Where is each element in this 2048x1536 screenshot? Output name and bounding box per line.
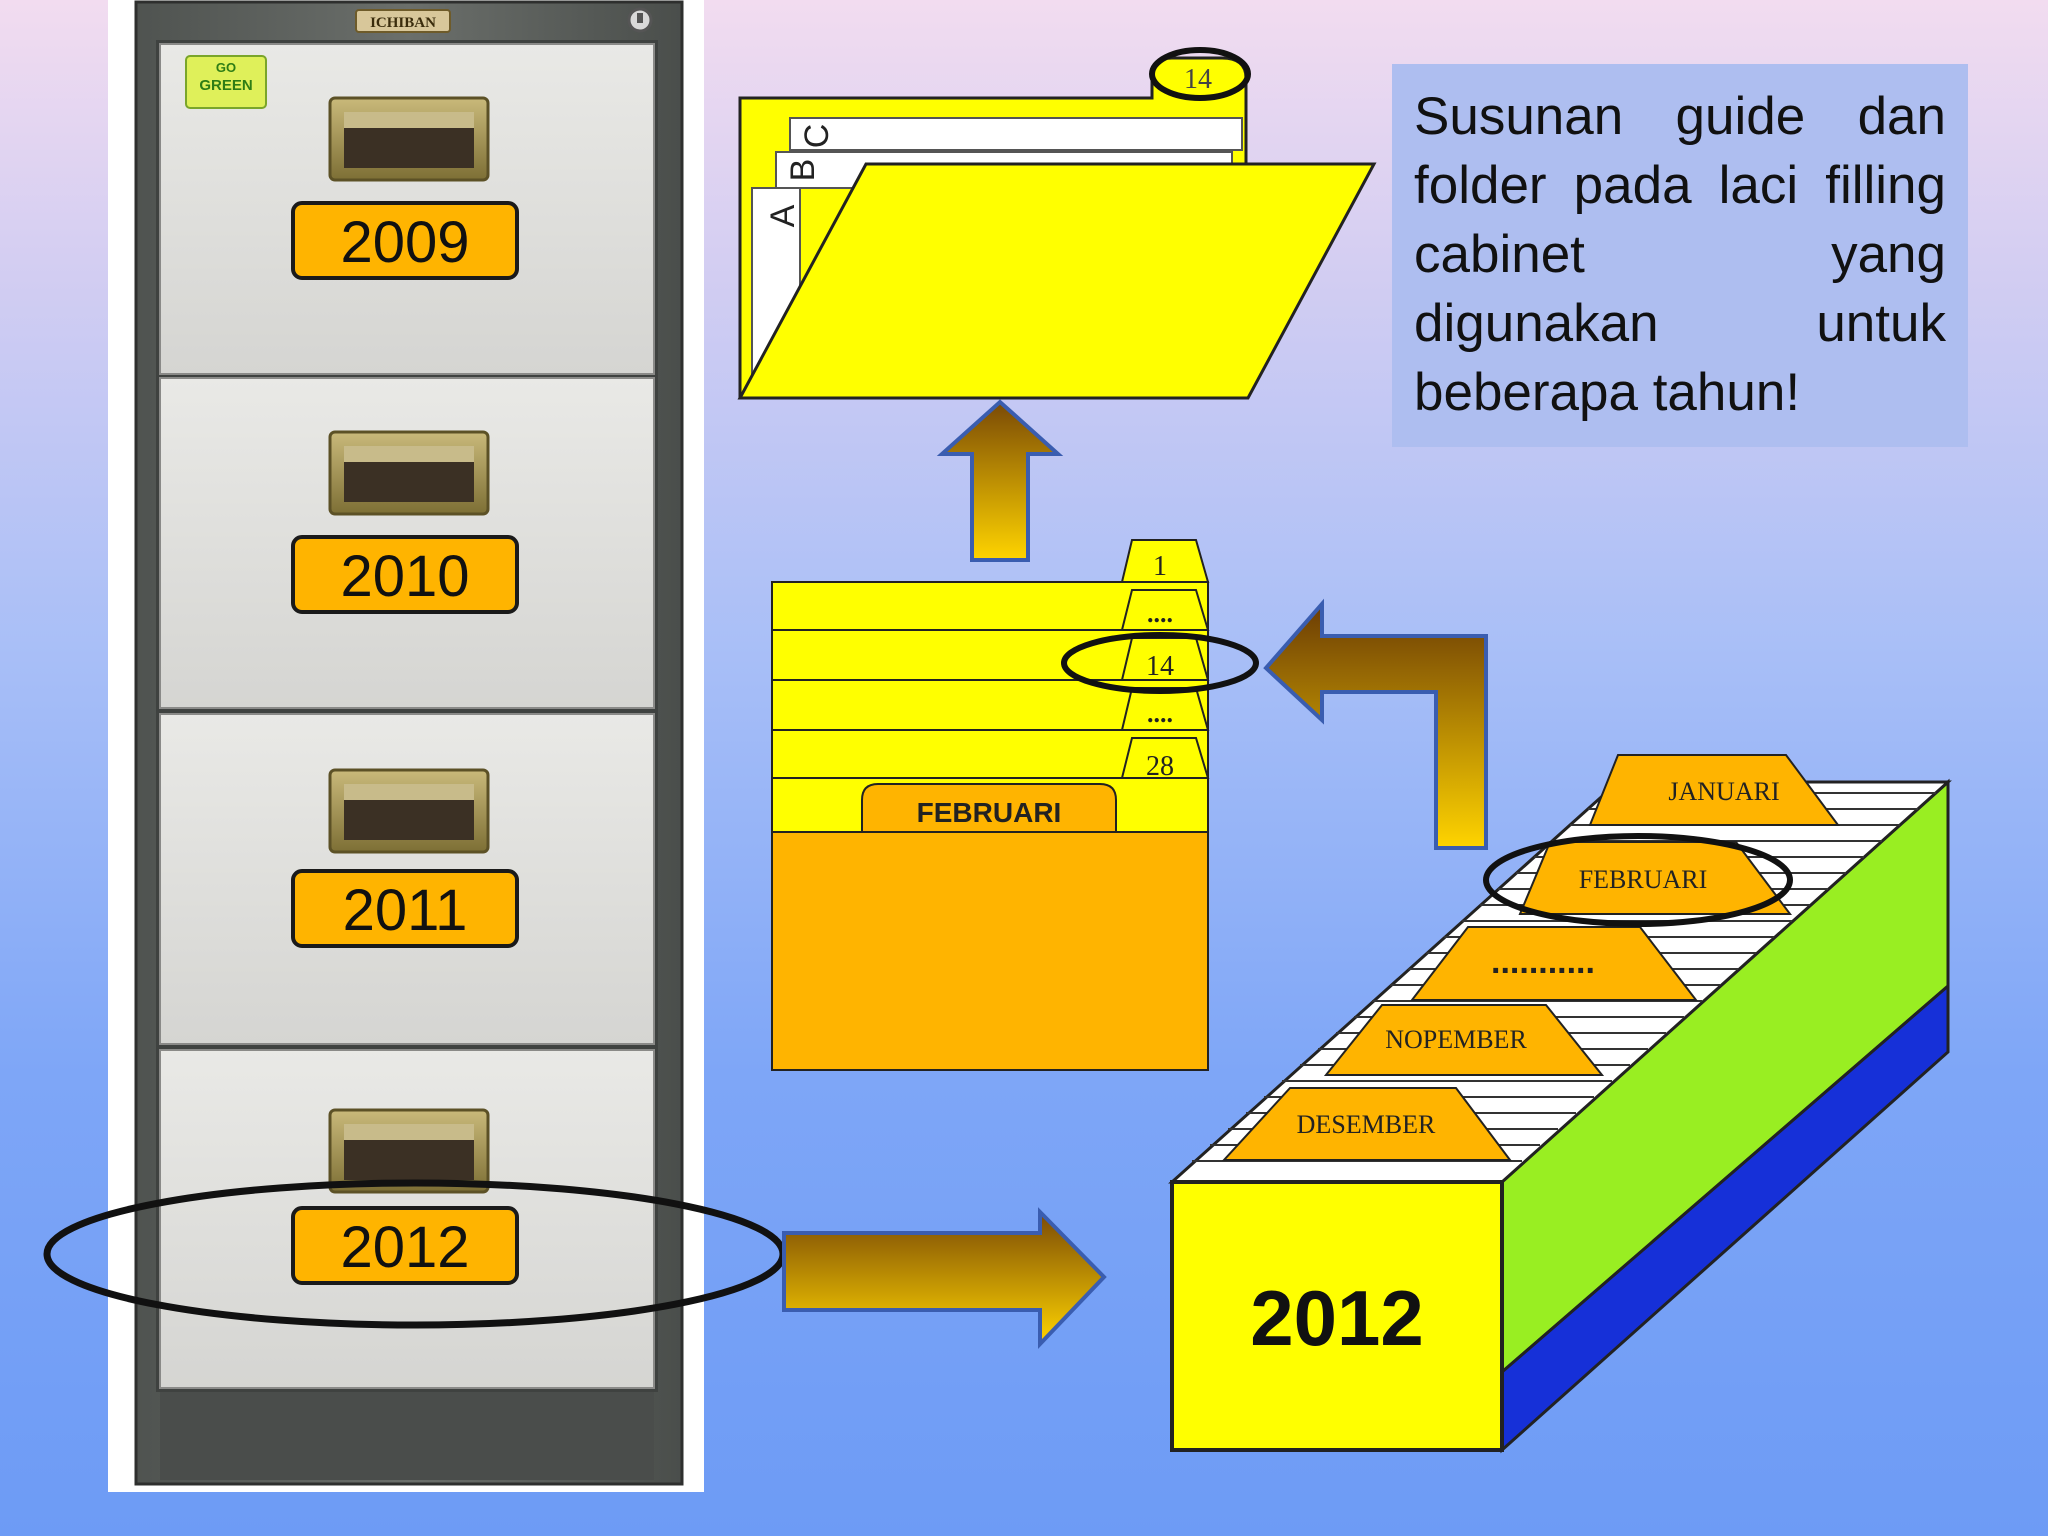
svg-text:....: ....: [1147, 599, 1173, 628]
drawer-label: 2010: [340, 544, 469, 609]
drawer-handle-icon: [328, 96, 490, 182]
svg-text:....: ....: [1147, 699, 1173, 728]
brand-text: ICHIBAN: [370, 15, 436, 31]
drawer-label: 2009: [340, 210, 469, 275]
day-tab-1: 1: [1120, 539, 1210, 583]
drawer-2012[interactable]: 2012: [159, 1049, 655, 1389]
arrow-up-icon: [936, 399, 1064, 562]
drawer-label-plate: [291, 1206, 519, 1285]
highlight-ellipse-icon: [1149, 47, 1251, 101]
drawer-label: 2012: [340, 1215, 469, 1280]
svg-text:NOPEMBER: NOPEMBER: [1385, 1025, 1527, 1054]
month-guide-body: [771, 831, 1209, 1071]
filing-cabinet: ICHIBAN GO GREEN 2009: [108, 0, 704, 1492]
drawer-2009[interactable]: GO GREEN 2009: [159, 43, 655, 375]
drawer-handle-icon: [328, 430, 490, 516]
svg-text:GREEN: GREEN: [199, 77, 252, 94]
month-file-februari: 1 .... 14 .... 28 FEBRUARI: [771, 539, 1210, 1071]
drawer-2011[interactable]: 2011: [159, 713, 655, 1045]
svg-text:14: 14: [1146, 651, 1174, 682]
caption-box: Susunan guide dan folder pada laci filli…: [1392, 64, 1968, 447]
drawer-handle-icon: [328, 768, 490, 854]
svg-text:B: B: [784, 159, 822, 182]
drawer-label-plate: [291, 869, 519, 948]
svg-text:...........: ...........: [1491, 943, 1595, 981]
guide-ellipsis: ...........: [1409, 926, 1699, 1001]
box-year-label: 2012: [1250, 1274, 1424, 1362]
arrow-bend-icon: [1263, 598, 1488, 850]
day-tab-ellipsis-1: ....: [1120, 589, 1210, 631]
box-front: [1170, 1180, 1504, 1452]
drawer-label-plate: [291, 535, 519, 614]
drawer-2010[interactable]: 2010: [159, 377, 655, 709]
guide-desember: DESEMBER: [1221, 1087, 1512, 1161]
svg-text:DESEMBER: DESEMBER: [1297, 1110, 1436, 1139]
arrow-right-icon: [782, 1207, 1107, 1349]
folder-tab-label: 14: [1184, 64, 1212, 95]
svg-text:1: 1: [1153, 551, 1167, 582]
go-green-sticker: GO GREEN: [185, 55, 267, 109]
guide-februari: FEBRUARI: [1518, 841, 1792, 915]
svg-text:GO: GO: [216, 60, 236, 75]
month-guide-tab: [861, 783, 1117, 833]
guide-januari: JANUARI: [1588, 754, 1840, 826]
highlight-ellipse-icon: [1483, 833, 1793, 927]
cabinet-base: [160, 1392, 654, 1480]
brand-plate: [355, 9, 451, 33]
day-tab-14: 14: [1120, 637, 1210, 682]
svg-text:FEBRUARI: FEBRUARI: [1579, 865, 1708, 894]
folder-front: [737, 162, 1377, 400]
month-guide-label: FEBRUARI: [917, 797, 1062, 828]
drawer-handle-icon: [328, 1108, 490, 1194]
svg-text:JANUARI: JANUARI: [1668, 777, 1779, 806]
svg-text:28: 28: [1146, 751, 1174, 782]
day-tab-ellipsis-2: ....: [1120, 687, 1210, 731]
highlight-ellipse-icon: [1061, 632, 1259, 694]
year-box-2012: JANUARI FEBRUARI ........... NOPEMBER DE…: [1168, 754, 1952, 1454]
guide-nopember: NOPEMBER: [1323, 1004, 1605, 1076]
drawer-label: 2011: [343, 878, 468, 943]
letter-guide-c: C: [789, 117, 1243, 151]
day-folder-14: 14 C B A: [737, 56, 1377, 400]
svg-text:C: C: [798, 124, 836, 149]
lock-icon: [627, 7, 653, 33]
svg-text:A: A: [764, 204, 802, 227]
drawer-label-plate: [291, 201, 519, 280]
day-tab-28: 28: [1120, 737, 1210, 782]
